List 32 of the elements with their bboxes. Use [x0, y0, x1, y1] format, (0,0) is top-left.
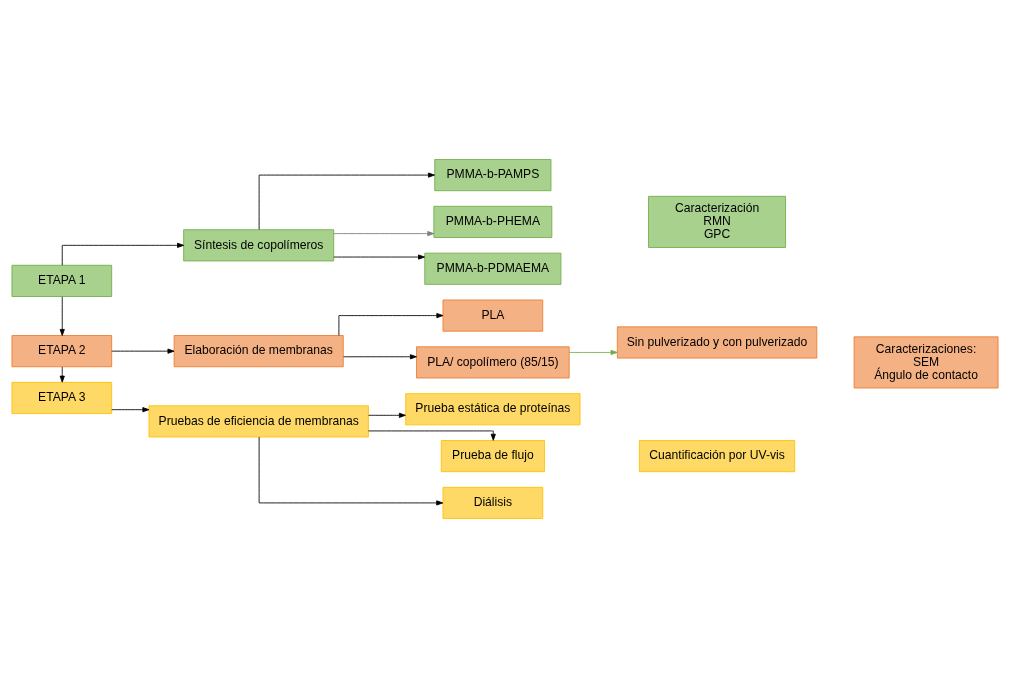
arrow — [568, 349, 618, 355]
arrow — [333, 231, 435, 237]
node-box: Pruebas de eficiencia de membranas — [148, 405, 369, 438]
node-box: Síntesis de copolímeros — [183, 229, 335, 262]
arrow — [368, 430, 496, 441]
node-box: Prueba de flujo — [440, 440, 545, 473]
node-box: PMMA-b-PHEMA — [433, 205, 553, 238]
node-box: PMMA-b-PDMAEMA — [424, 252, 562, 285]
node-box: Caracterización RMN GPC — [648, 195, 786, 248]
node-box: Elaboración de membranas — [173, 335, 344, 368]
arrow — [111, 407, 150, 413]
arrow — [368, 412, 406, 418]
node-box: PMMA-b-PAMPS — [434, 159, 552, 192]
arrow — [338, 313, 444, 336]
arrow — [111, 348, 175, 354]
node-box: ETAPA 1 — [11, 264, 113, 297]
node-box: PLA/ copolímero (85/15) — [416, 346, 570, 379]
node-box: ETAPA 3 — [11, 381, 113, 415]
arrow — [59, 296, 65, 336]
arrow — [258, 436, 444, 506]
arrow — [61, 242, 184, 266]
arrow — [343, 354, 417, 360]
arrow — [333, 254, 425, 260]
node-box: Cuantificación por UV-vis — [639, 440, 796, 473]
node-box: Sin pulverizado y con pulverizado — [616, 326, 818, 359]
node-box: Prueba estática de proteínas — [405, 393, 581, 426]
node-box: PLA — [442, 299, 544, 332]
node-box: Diálisis — [442, 486, 544, 519]
node-box: ETAPA 2 — [11, 335, 113, 368]
arrow — [258, 172, 435, 230]
arrow — [59, 366, 65, 383]
node-box: Caracterizaciones: SEM Ángulo de contacto — [853, 336, 999, 389]
